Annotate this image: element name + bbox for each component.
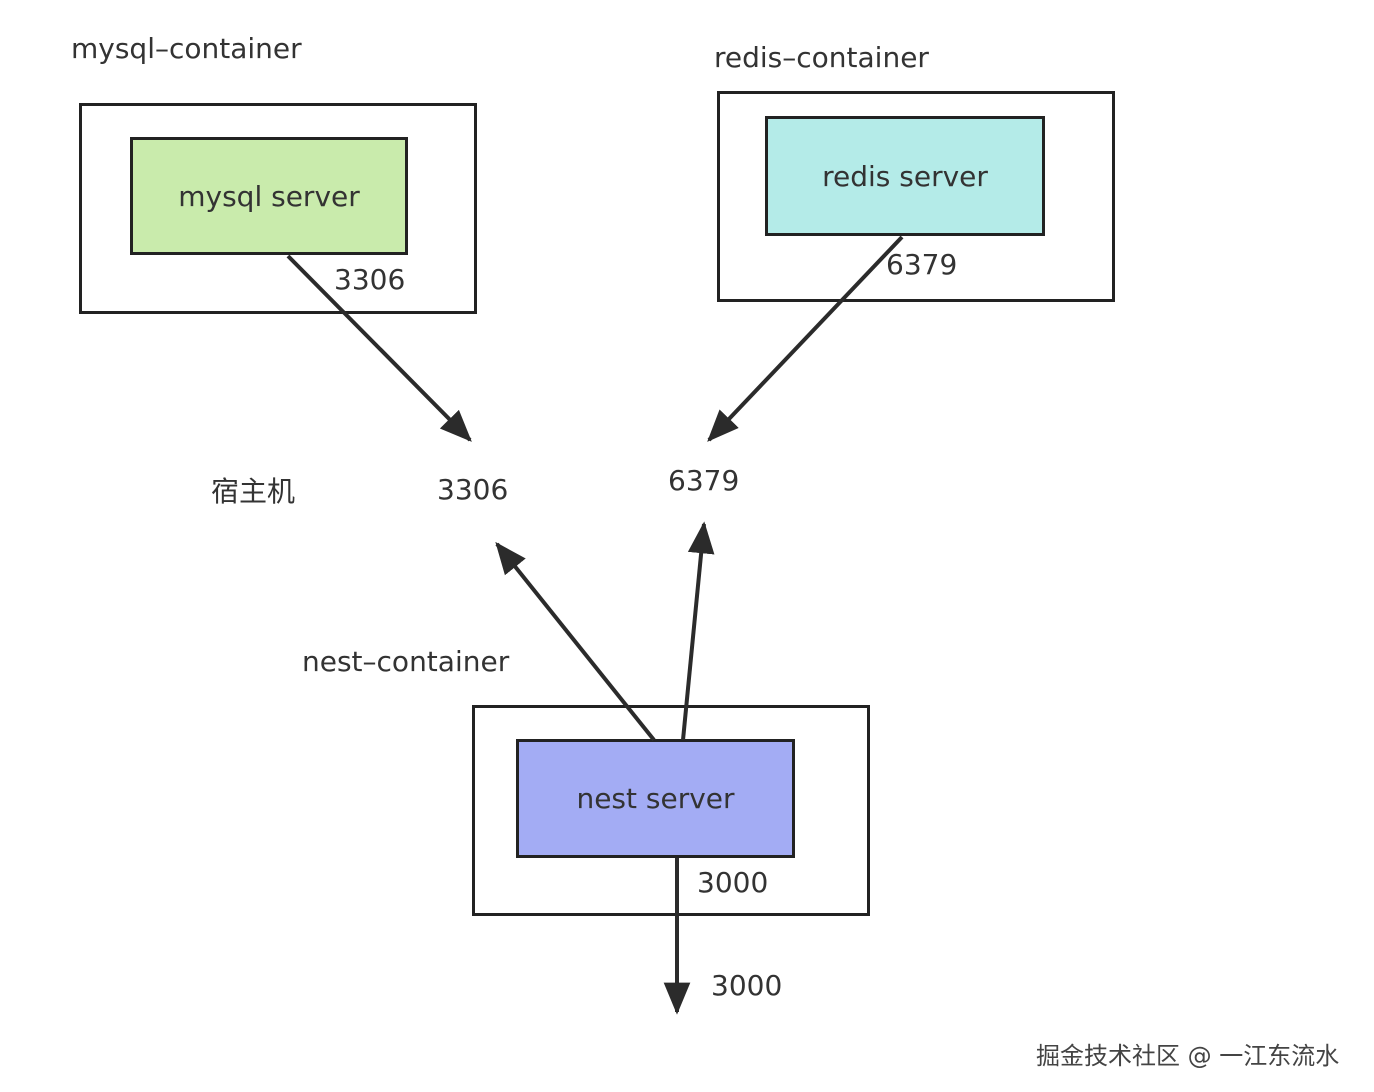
arrow-redis-to-host	[707, 235, 904, 442]
mysql-inner-port: 3306	[334, 263, 406, 296]
mysql-container-title: mysql–container	[71, 32, 302, 65]
nest-container-box	[472, 705, 870, 916]
host-label: 宿主机	[211, 475, 296, 508]
nest-inner-port: 3000	[697, 866, 769, 899]
nest-server-box: nest server	[516, 739, 795, 858]
nest-container-title: nest–container	[302, 645, 510, 678]
mysql-server-box: mysql server	[130, 137, 408, 255]
redis-container-box	[717, 91, 1115, 302]
watermark: 掘金技术社区 @ 一江东流水	[1036, 1042, 1340, 1070]
redis-inner-port: 6379	[886, 248, 958, 281]
mysql-container-box	[79, 103, 477, 314]
redis-container-title: redis–container	[714, 41, 929, 74]
arrow-mysql-to-host	[286, 254, 472, 442]
host-port-nest: 3000	[711, 969, 783, 1002]
arrow-nest-to-host-redis	[681, 521, 715, 741]
redis-server-box: redis server	[765, 116, 1045, 236]
arrow-nest-to-host-mysql	[495, 541, 656, 742]
host-port-redis: 6379	[668, 464, 740, 497]
host-port-mysql: 3306	[437, 473, 509, 506]
